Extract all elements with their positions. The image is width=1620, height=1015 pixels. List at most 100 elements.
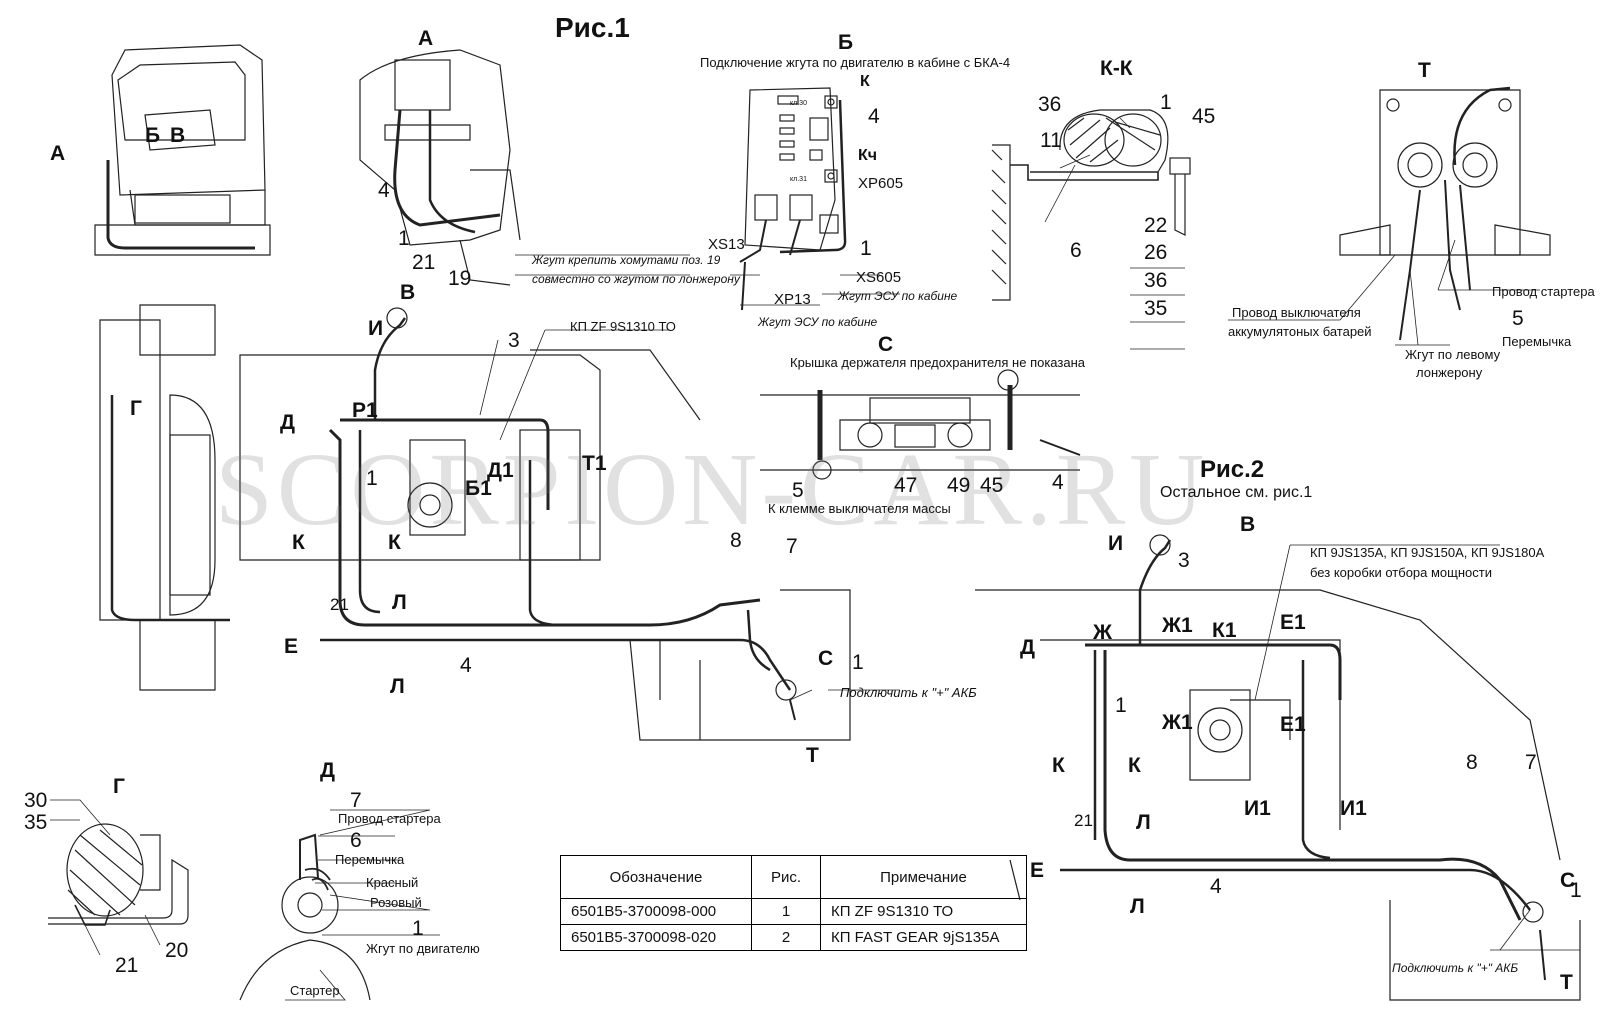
note-kp2b: без коробки отбора мощности bbox=[1310, 565, 1492, 580]
t-view bbox=[1339, 86, 1551, 341]
cell-designation: 6501B5-3700098-020 bbox=[560, 924, 752, 951]
marker-b1: Б1 bbox=[465, 477, 492, 500]
note-esu-2: Жгут ЭСУ по кабине bbox=[758, 315, 878, 329]
marker-l-b: Л bbox=[390, 675, 405, 698]
fig2-drawing bbox=[975, 534, 1581, 1001]
note-xp13: XP13 bbox=[774, 291, 811, 308]
pos-19-g: 21 bbox=[115, 954, 139, 977]
fuse-holder bbox=[760, 369, 1081, 480]
view-label-v: В bbox=[400, 281, 416, 304]
pos-6-kk: 6 bbox=[1070, 239, 1082, 262]
note-d-pink: Розовый bbox=[370, 895, 422, 910]
fig2-marker-c: С bbox=[1560, 869, 1576, 892]
note-left-spar: Жгут по левому bbox=[1405, 347, 1501, 362]
view-label-c: С bbox=[878, 333, 894, 356]
view-a-sketch bbox=[359, 49, 521, 286]
note-jumper: Перемычка bbox=[1502, 334, 1572, 349]
pos-30: 36 bbox=[1144, 269, 1168, 292]
pos-1-kk: 1 bbox=[1160, 91, 1172, 114]
pos-16: 20 bbox=[165, 939, 189, 962]
pos-5-c: 5 bbox=[792, 479, 804, 502]
note-clamp2: совместно со жгутом по лонжерону bbox=[532, 272, 740, 286]
section-d bbox=[239, 833, 371, 1001]
watermark: SCORPION-CAR.RU bbox=[215, 432, 1209, 547]
fig2-marker-l: Л bbox=[1136, 811, 1151, 834]
fig2-marker-d: Д bbox=[1020, 636, 1035, 659]
pos-7: 7 bbox=[786, 535, 798, 558]
pos-3-fig2: 3 bbox=[1178, 549, 1190, 572]
fig2-marker-k-b: К bbox=[1128, 754, 1141, 777]
marker-c: С bbox=[818, 647, 834, 670]
note-kp2: КП 9JS135A, КП 9JS150A, КП 9JS180A bbox=[1310, 545, 1545, 560]
marker-i: И bbox=[368, 317, 384, 340]
fig2-marker-l-b: Л bbox=[1130, 895, 1145, 918]
marker-g: Г bbox=[130, 397, 142, 420]
marker-e: Е bbox=[284, 635, 299, 658]
pos-1-fig2: 1 bbox=[1115, 694, 1127, 717]
fig2-marker-zh: Ж bbox=[1093, 621, 1112, 644]
pos-4-fig2: 4 bbox=[1210, 875, 1222, 898]
cab-arrow-v: В bbox=[170, 124, 186, 147]
pos-25: 26 bbox=[1144, 241, 1168, 264]
marker-t1: Т1 bbox=[582, 452, 607, 475]
note-kp1: КП ZF 9S1310 ТО bbox=[570, 319, 676, 334]
fig2-subtitle: Остальное см. рис.1 bbox=[1160, 484, 1313, 501]
pos-1-fig2-akb: 1 bbox=[1570, 879, 1582, 902]
view-label-kk: К-К bbox=[1100, 57, 1133, 80]
fig2-title: Рис.2 bbox=[1200, 456, 1265, 483]
marker-r1: Р1 bbox=[352, 399, 378, 422]
cab-arrow-b: Б bbox=[145, 124, 161, 147]
fig2-marker-k: К bbox=[1052, 754, 1065, 777]
note-clamp: Жгут крепить хомутами поз. 19 bbox=[532, 253, 721, 267]
table-header-row: Обозначение Рис. Примечание bbox=[560, 855, 1027, 899]
section-g bbox=[48, 823, 189, 926]
pos-49: 49 bbox=[947, 474, 971, 497]
header-fig: Рис. bbox=[751, 855, 821, 899]
pos-15-a: 19 bbox=[448, 267, 472, 290]
pos-1-main: 1 bbox=[366, 467, 378, 490]
marker-d1: Д1 bbox=[487, 459, 514, 482]
note-d-starter-wire: Провод стартера bbox=[338, 811, 441, 826]
marker-d: Д bbox=[280, 411, 295, 434]
note-xp605: XP605 bbox=[858, 175, 904, 192]
pos-1-akb: 1 bbox=[852, 651, 864, 674]
kk-section bbox=[991, 109, 1191, 301]
pos-19-main: 21 bbox=[330, 595, 349, 614]
pos-21: 36 bbox=[1038, 93, 1062, 116]
note-fuse-cover: Крышка держателя предохранителя не показ… bbox=[790, 355, 1085, 370]
pos-4-a: 4 bbox=[378, 179, 390, 202]
pos-4-main: 4 bbox=[460, 654, 472, 677]
note-esu-1: Жгут ЭСУ по кабине bbox=[838, 289, 958, 303]
view-label-v2: В bbox=[1240, 513, 1256, 536]
pos-8: 8 bbox=[730, 529, 742, 552]
note-left-spar2: лонжерону bbox=[1416, 365, 1483, 380]
table-row: 6501B5-3700098-000 1 КП ZF 9S1310 ТО bbox=[560, 898, 1027, 925]
fig2-marker-e1-b: Е1 bbox=[1280, 713, 1306, 736]
note-akb-2: Подключить к "+" АКБ bbox=[1392, 961, 1519, 975]
pos-3: 3 bbox=[508, 329, 520, 352]
note-cl31: кл.31 bbox=[790, 176, 807, 183]
view-label-d: Д bbox=[320, 759, 335, 782]
note-battery-switch: Провод выключателя bbox=[1232, 305, 1361, 320]
cell-note: КП ZF 9S1310 ТО bbox=[820, 898, 1027, 925]
note-d-jumper: Перемычка bbox=[335, 852, 405, 867]
fig1-title: Рис.1 bbox=[555, 12, 630, 43]
pos-19-fig2: 21 bbox=[1074, 811, 1093, 830]
fig2-marker-zh1: Ж1 bbox=[1162, 614, 1193, 637]
view-b-panel bbox=[739, 87, 847, 311]
cab-sketch bbox=[94, 44, 271, 256]
fig2-marker-i1: И1 bbox=[1244, 797, 1271, 820]
fig2-marker-i1-b: И1 bbox=[1340, 797, 1367, 820]
pos-4-b: 4 bbox=[868, 105, 880, 128]
note-d-red: Красный bbox=[366, 875, 419, 890]
fig2-marker-i: И bbox=[1108, 532, 1124, 555]
note-xs13: XS13 bbox=[708, 236, 745, 253]
note-mass-switch: К клемме выключателя массы bbox=[768, 501, 951, 516]
note-b-title: Подключение жгута по двигателю в кабине … bbox=[700, 55, 1011, 70]
view-label-t: Т bbox=[1418, 59, 1431, 82]
pos-11: 11 bbox=[1040, 129, 1062, 152]
note-cl30: кл.30 bbox=[790, 100, 807, 107]
note-starter-wire: Провод стартера bbox=[1492, 284, 1595, 299]
pos-4-c: 4 bbox=[1052, 471, 1064, 494]
cell-note: КП FAST GEAR 9jS135A bbox=[820, 924, 1027, 951]
